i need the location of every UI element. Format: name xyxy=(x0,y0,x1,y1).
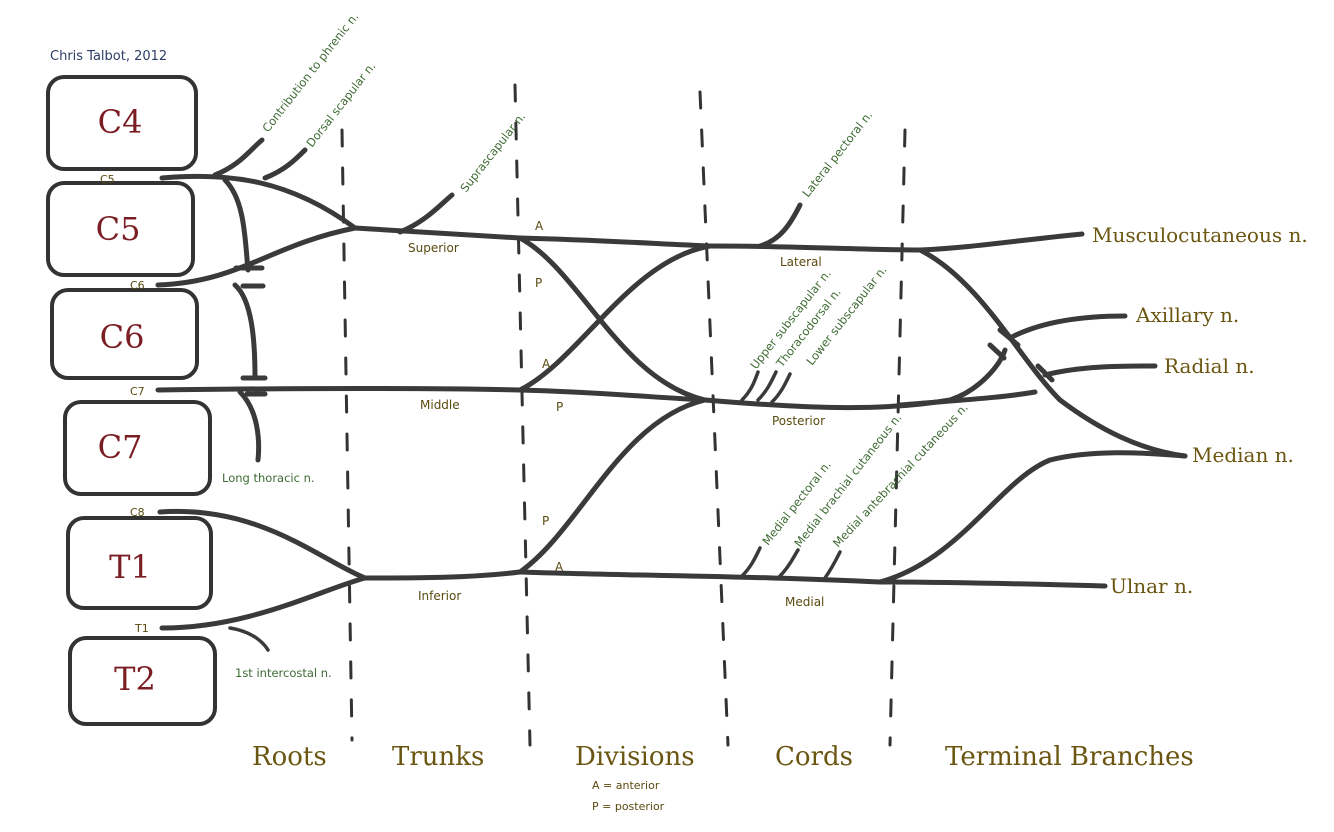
label-lateral-cord: Lateral xyxy=(780,255,822,269)
superior-posterior-path xyxy=(517,235,708,403)
root-boxes: C4 C5 C6 C7 T1 T2 C5 C6 C7 C8 T1 xyxy=(46,75,217,726)
section-headings: Roots Trunks Divisions Cords Terminal Br… xyxy=(252,742,1194,813)
section-dividers xyxy=(340,83,907,747)
long-thoracic-c7 xyxy=(237,389,262,463)
root-label-c8: C8 xyxy=(130,506,145,519)
root-box-c5 xyxy=(46,181,195,277)
label-axillary: Axillary n. xyxy=(1135,303,1239,327)
root-name-t1: T1 xyxy=(109,548,151,586)
label-division-p1: P xyxy=(535,276,542,290)
label-lateral-pectoral: Lateral pectoral n. xyxy=(799,108,875,200)
intercostal-path xyxy=(228,626,270,652)
root-name-c5: C5 xyxy=(96,210,141,248)
label-division-p2: P xyxy=(556,400,563,414)
middle-anterior-to-lateral xyxy=(517,243,713,393)
suprascapular-path xyxy=(397,192,455,235)
nerve-paths xyxy=(155,137,1188,652)
legend-posterior: P = posterior xyxy=(592,800,665,813)
t1-root-path xyxy=(159,575,368,631)
heading-divisions: Divisions xyxy=(575,742,695,772)
thoracodorsal-path xyxy=(756,370,778,402)
root-box-c6 xyxy=(50,288,199,380)
heading-cords: Cords xyxy=(775,742,853,772)
root-box-c4 xyxy=(46,75,198,171)
label-superior-trunk: Superior xyxy=(408,241,459,255)
axillary-path xyxy=(1007,313,1128,341)
inferior-trunk-path xyxy=(362,569,523,581)
label-medial-cord: Medial xyxy=(785,595,824,609)
root-name-c7: C7 xyxy=(98,428,143,466)
root-label-c7: C7 xyxy=(130,385,145,398)
medial-cord-path xyxy=(517,569,1108,589)
label-first-intercostal: 1st intercostal n. xyxy=(235,666,332,680)
label-median: Median n. xyxy=(1192,443,1294,467)
label-division-a2: A xyxy=(542,357,551,371)
phrenic-branch-path xyxy=(212,137,265,178)
legend-anterior: A = anterior xyxy=(592,779,660,792)
root-name-c6: C6 xyxy=(100,318,145,356)
heading-roots: Roots xyxy=(252,742,327,772)
axillary-tick xyxy=(997,327,1021,348)
radial-path xyxy=(1042,363,1158,378)
divider-trunks-divisions xyxy=(513,83,532,747)
posterior-to-radial-path xyxy=(897,389,1038,408)
dorsal-scapular-path xyxy=(262,147,308,181)
medial-brachial-path xyxy=(778,548,800,578)
radial-junction-tick xyxy=(987,342,1007,361)
lateral-to-median-path xyxy=(917,247,1188,459)
divider-cords-terminal xyxy=(888,128,907,747)
label-contribution-phrenic: Contribution to phrenic n. xyxy=(259,10,361,135)
label-suprascapular: Suprascapular n. xyxy=(457,110,528,195)
label-musculocutaneous: Musculocutaneous n. xyxy=(1092,223,1308,247)
root-box-c7 xyxy=(63,400,212,496)
long-thoracic-c6 xyxy=(232,282,258,381)
root-label-c6: C6 xyxy=(130,279,145,292)
label-division-p3: P xyxy=(542,514,549,528)
c8-root-path xyxy=(157,508,368,581)
medial-to-median-path xyxy=(877,450,1188,585)
upper-subscapular-path xyxy=(740,370,760,402)
root-name-c4: C4 xyxy=(98,103,143,141)
medial-antebrachial-path xyxy=(823,550,842,580)
root-label-t1: T1 xyxy=(134,622,149,635)
label-ulnar: Ulnar n. xyxy=(1110,574,1193,598)
superior-trunk-path xyxy=(352,225,523,241)
lateral-pectoral-path xyxy=(757,202,803,249)
segment-labels: Superior Middle Inferior A P A P P A Lat… xyxy=(408,219,825,609)
c6-root-path xyxy=(155,225,358,288)
lower-subscapular-path xyxy=(770,372,792,404)
terminal-branch-labels: Musculocutaneous n. Axillary n. Radial n… xyxy=(1092,223,1308,598)
label-inferior-trunk: Inferior xyxy=(418,589,461,603)
label-division-a3: A xyxy=(555,560,564,574)
root-box-t1 xyxy=(66,516,213,610)
inferior-posterior-path xyxy=(517,397,708,575)
author-credit: Chris Talbot, 2012 xyxy=(50,49,167,64)
label-division-a1: A xyxy=(535,219,544,233)
superior-anterior-to-lateral xyxy=(517,235,713,249)
root-name-t2: T2 xyxy=(114,660,156,698)
heading-terminal-branches: Terminal Branches xyxy=(945,742,1194,772)
label-radial: Radial n. xyxy=(1164,354,1255,378)
medial-pectoral-path xyxy=(740,546,762,578)
long-thoracic-c5 xyxy=(222,177,251,273)
heading-trunks: Trunks xyxy=(392,742,484,772)
divider-roots-trunks xyxy=(340,128,354,742)
root-box-t2 xyxy=(68,636,217,726)
label-middle-trunk: Middle xyxy=(420,398,460,412)
radial-tick xyxy=(1035,363,1055,383)
divider-divisions-cords xyxy=(698,90,730,747)
c5-root-path xyxy=(159,173,358,231)
root-label-c5: C5 xyxy=(100,173,115,186)
label-long-thoracic: Long thoracic n. xyxy=(222,471,315,485)
c7-middle-trunk-path xyxy=(155,386,708,403)
label-posterior-cord: Posterior xyxy=(772,414,825,428)
